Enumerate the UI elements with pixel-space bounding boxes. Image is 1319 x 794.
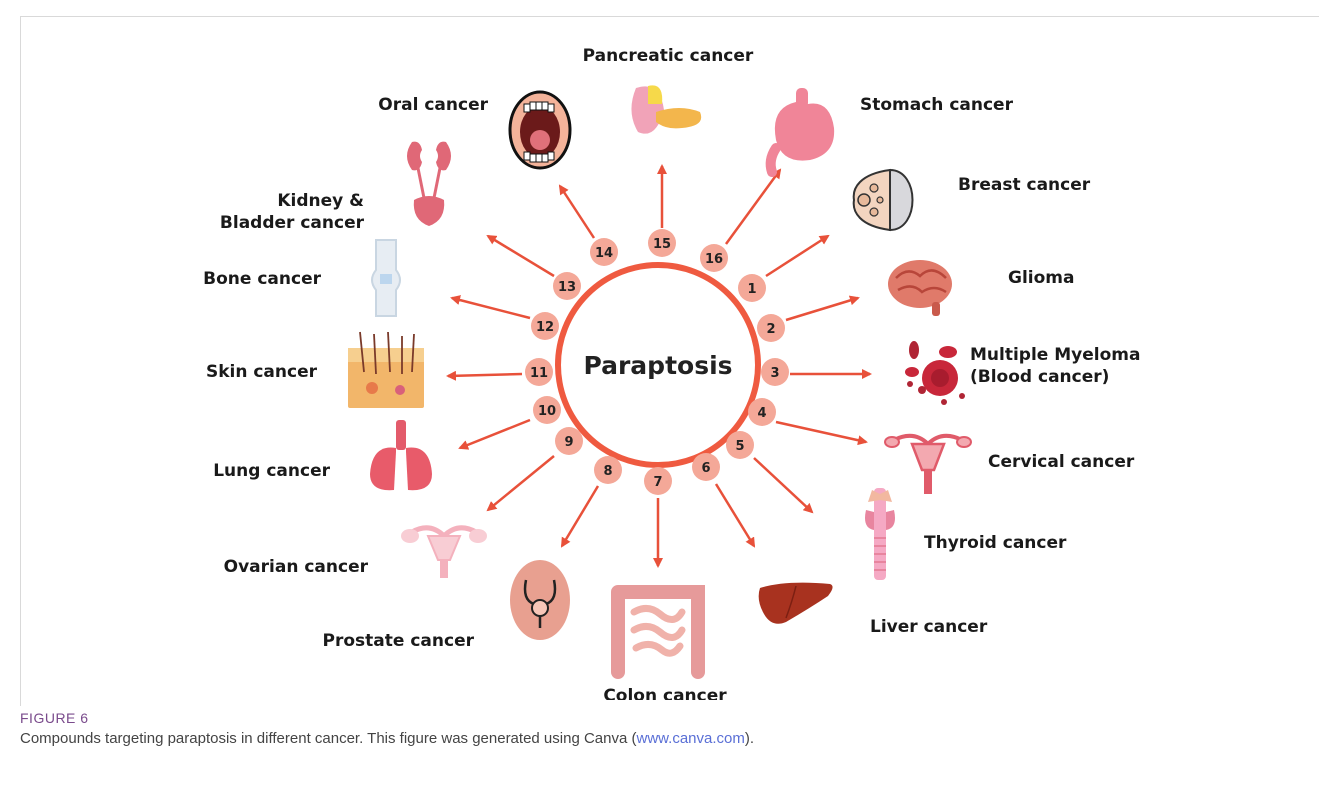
thyroid-icon <box>865 488 895 580</box>
prostate-icon <box>510 560 570 640</box>
skin-icon <box>348 332 424 408</box>
label-line: Thyroid cancer <box>924 533 1067 553</box>
label-line: Kidney & <box>277 191 364 211</box>
badge-number-4: 4 <box>757 406 766 421</box>
brain-icon <box>888 260 952 316</box>
label-line: Bladder cancer <box>220 213 365 233</box>
label-line: Oral cancer <box>378 95 488 115</box>
mouth-icon <box>510 92 570 168</box>
badge-number-13: 13 <box>558 280 576 295</box>
lungs-icon <box>370 420 432 490</box>
badge-number-14: 14 <box>595 246 613 261</box>
label-line: Pancreatic cancer <box>583 46 754 66</box>
label-7: Colon cancer <box>603 686 727 700</box>
label-12: Bone cancer <box>203 269 321 289</box>
arrow-16 <box>726 170 780 244</box>
label-9: Ovarian cancer <box>224 557 369 577</box>
label-15: Pancreatic cancer <box>583 46 754 66</box>
blood-cells-icon <box>905 341 965 405</box>
stomach-icon <box>771 88 834 172</box>
badge-number-15: 15 <box>653 237 671 252</box>
label-6: Liver cancer <box>870 617 988 637</box>
label-14: Oral cancer <box>378 95 488 115</box>
caption-text-before: Compounds targeting paraptosis in differ… <box>20 730 636 747</box>
label-line: Glioma <box>1008 268 1074 288</box>
label-11: Skin cancer <box>206 362 318 382</box>
label-1: Breast cancer <box>958 175 1091 195</box>
figure-label: FIGURE 6 <box>20 710 1300 726</box>
badge-number-6: 6 <box>701 461 710 476</box>
breast-icon <box>854 170 913 230</box>
badge-number-11: 11 <box>530 366 548 381</box>
arrow-10 <box>460 420 530 448</box>
label-line: Multiple Myeloma <box>970 345 1140 365</box>
badge-number-8: 8 <box>603 464 612 479</box>
label-3: Multiple Myeloma(Blood cancer) <box>970 345 1140 387</box>
label-line: Breast cancer <box>958 175 1091 195</box>
label-line: Cervical cancer <box>988 452 1135 472</box>
badge-number-16: 16 <box>705 252 723 267</box>
canva-link[interactable]: www.canva.com <box>636 730 744 747</box>
label-line: (Blood cancer) <box>970 367 1109 387</box>
badge-number-3: 3 <box>770 366 779 381</box>
label-5: Thyroid cancer <box>924 533 1067 553</box>
arrow-12 <box>452 298 530 318</box>
label-line: Liver cancer <box>870 617 988 637</box>
label-line: Stomach cancer <box>860 95 1014 115</box>
label-8: Prostate cancer <box>323 631 475 651</box>
label-line: Ovarian cancer <box>224 557 369 577</box>
arrow-11 <box>448 374 522 376</box>
liver-icon <box>759 583 833 624</box>
badge-number-10: 10 <box>538 404 556 419</box>
arrow-6 <box>716 484 754 546</box>
badge-number-12: 12 <box>536 320 554 335</box>
bone-icon <box>372 240 400 316</box>
arrow-4 <box>776 422 866 442</box>
arrow-8 <box>562 486 598 546</box>
arrow-2 <box>786 298 858 320</box>
arrow-5 <box>754 458 812 512</box>
arrow-9 <box>488 456 554 510</box>
label-line: Bone cancer <box>203 269 321 289</box>
arrow-1 <box>766 236 828 276</box>
kidney-icon <box>407 142 451 226</box>
badge-number-2: 2 <box>766 322 775 337</box>
badge-number-1: 1 <box>747 282 756 297</box>
label-line: Skin cancer <box>206 362 318 382</box>
uterus-icon <box>885 436 971 494</box>
label-13: Kidney &Bladder cancer <box>220 191 365 233</box>
label-2: Glioma <box>1008 268 1074 288</box>
label-10: Lung cancer <box>213 461 330 481</box>
label-line: Prostate cancer <box>323 631 475 651</box>
pancreas-icon <box>631 85 701 133</box>
caption-text: Compounds targeting paraptosis in differ… <box>20 730 1300 747</box>
figure-caption: FIGURE 6 Compounds targeting paraptosis … <box>20 710 1300 747</box>
arrow-13 <box>488 236 554 276</box>
ovary-icon <box>401 528 487 578</box>
label-16: Stomach cancer <box>860 95 1014 115</box>
badge-number-9: 9 <box>564 435 573 450</box>
caption-text-after: ). <box>745 730 754 747</box>
label-line: Colon cancer <box>603 686 727 700</box>
badge-number-5: 5 <box>735 439 744 454</box>
arrow-14 <box>560 186 594 238</box>
intestine-icon <box>618 592 698 672</box>
center-label: Paraptosis <box>583 351 732 380</box>
label-4: Cervical cancer <box>988 452 1135 472</box>
badge-number-7: 7 <box>653 475 662 490</box>
label-line: Lung cancer <box>213 461 330 481</box>
